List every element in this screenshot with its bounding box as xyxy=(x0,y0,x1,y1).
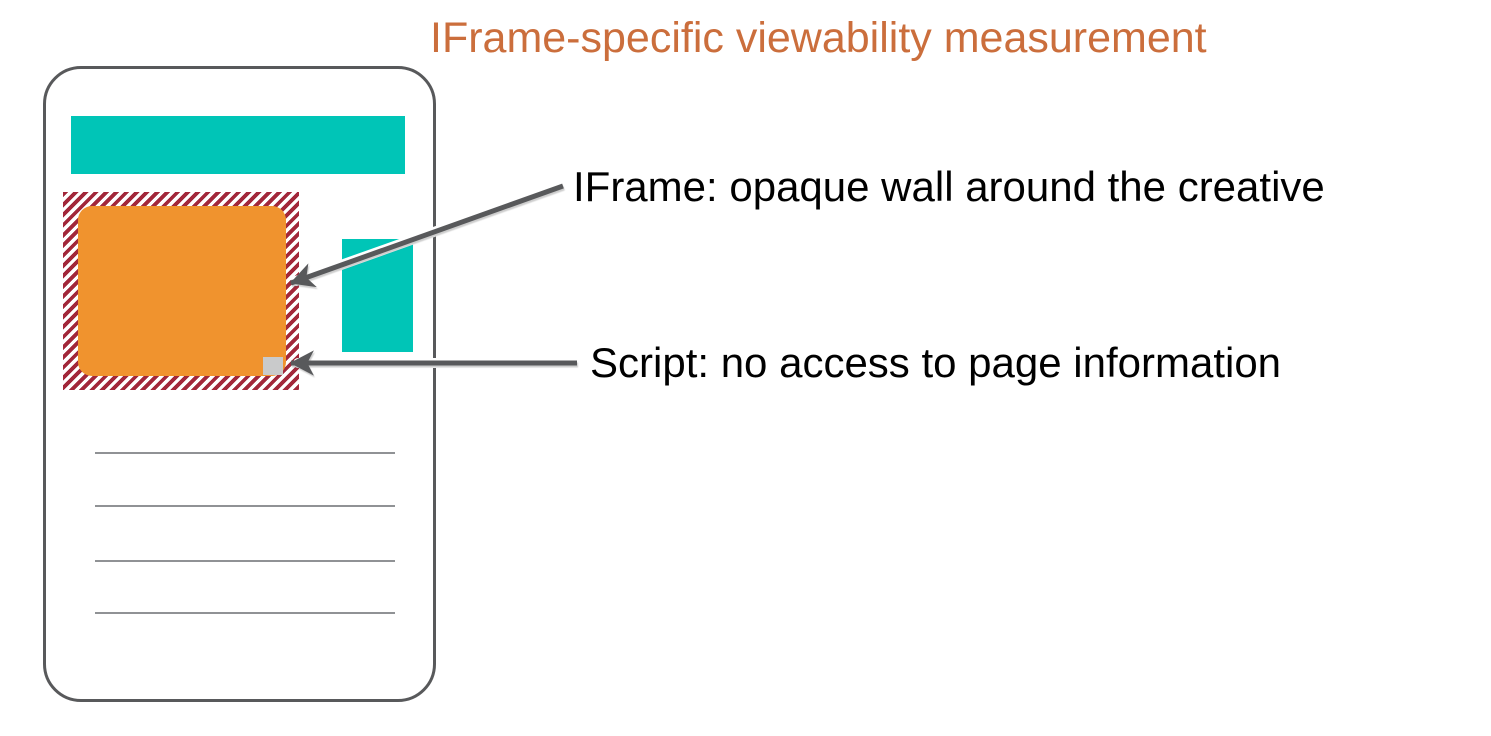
ad-creative-block xyxy=(78,206,286,376)
iframe-annotation-label: IFrame: opaque wall around the creative xyxy=(573,163,1325,210)
text-placeholder-line xyxy=(95,612,395,614)
sidebar-placeholder-block xyxy=(342,239,413,352)
text-placeholder-line xyxy=(95,452,395,454)
diagram-title: IFrame-specific viewability measurement xyxy=(430,14,1207,62)
text-placeholder-line xyxy=(95,560,395,562)
header-placeholder-block xyxy=(71,116,405,174)
measurement-script-square xyxy=(263,357,283,375)
webpage-mockup xyxy=(43,66,436,702)
script-annotation-label: Script: no access to page information xyxy=(590,339,1282,386)
text-placeholder-line xyxy=(95,505,395,507)
iframe-wall-stripes xyxy=(63,192,299,390)
